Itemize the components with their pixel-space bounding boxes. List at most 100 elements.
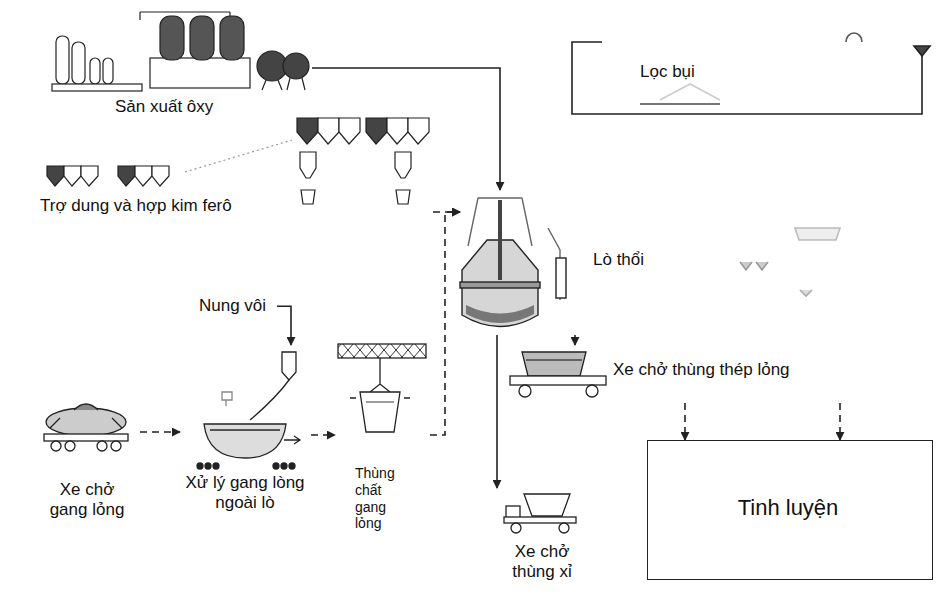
dust-filter-drawing [572, 33, 930, 296]
dust-filter-drawing [795, 228, 840, 240]
dust-filter-drawing [914, 46, 930, 56]
flux-bins-drawing [366, 118, 387, 144]
hot-metal-treatment-drawing [284, 436, 300, 444]
hot-metal-treatment-drawing [282, 352, 296, 380]
flux-bins-drawing [300, 152, 316, 178]
refining-box: Tinh luyện [647, 440, 933, 580]
hot-metal-treatment-drawing [250, 380, 289, 420]
flux-bins-drawing [301, 190, 315, 204]
hot-metal-treatment-drawing [289, 463, 295, 469]
flux-bins-drawing [396, 190, 410, 204]
lime-kiln: Nung vôi [195, 292, 277, 320]
oxygen-plant-drawing [262, 78, 305, 90]
oxygen-plant-drawing [56, 36, 69, 84]
node-label: Xử lý gang lòng ngoài lò [185, 473, 305, 514]
flux-bins-drawing [318, 118, 339, 144]
oxygen-plant-drawing [90, 58, 100, 84]
hot-metal-car-drawing [97, 441, 107, 451]
dust-filter-drawing [740, 262, 768, 270]
hot-metal-treatment-drawing [197, 463, 203, 469]
charging-ladle-drawing [338, 344, 426, 358]
flux-ferroalloy-bins: Trợ dung và hợp kim ferô [35, 112, 433, 232]
node-label: Lọc bụi [640, 62, 695, 82]
hot-metal-car-drawing [51, 441, 61, 451]
charging-ladle-drawing [338, 344, 426, 432]
hot-metal-car-drawing [111, 441, 121, 451]
node-label: Sản xuất ôxy [115, 97, 213, 117]
flow-connector [574, 335, 576, 345]
steel-ladle-car-drawing [510, 352, 606, 397]
hot-metal-treatment-drawing [210, 429, 280, 431]
hot-metal-car-drawing [65, 441, 75, 451]
node-label: Nung vôi [199, 296, 266, 316]
oxygen-plant-drawing [140, 12, 230, 20]
flow-connector [277, 306, 291, 345]
hot-metal-ladle: Thùng chất gang lỏng [335, 340, 430, 555]
dust-filter-drawing [640, 103, 720, 105]
steel-ladle-car: Xe chở thùng thép lỏng [505, 345, 845, 403]
hot-metal-car-drawing [74, 404, 98, 410]
steel-ladle-car-drawing [519, 385, 531, 397]
flux-bins-drawing [387, 118, 408, 144]
flow-connector [684, 403, 686, 440]
slag-car-drawing [504, 517, 576, 523]
hot-metal-treatment: Xử lý gang lòng ngoài lò [180, 345, 311, 520]
flux-bins-drawing [47, 118, 429, 204]
flux-bins-drawing [47, 166, 64, 186]
oxygen-plant-drawing [283, 53, 309, 79]
oxygen-plant-drawing [150, 58, 250, 88]
node-label: Lò thổi [593, 250, 644, 270]
charging-ladle-drawing [370, 358, 390, 392]
flux-bins-drawing [408, 118, 429, 144]
hot-metal-treatment-drawing [273, 463, 279, 469]
steel-ladle-car-drawing [510, 376, 606, 385]
node-label: Xe chở gang lỏng [42, 480, 132, 521]
flux-bins-drawing [152, 166, 169, 186]
node-label: Thùng chất gang lỏng [355, 465, 405, 532]
flux-bins-drawing [185, 140, 292, 172]
flow-connector [433, 211, 460, 213]
slag-car-drawing [506, 506, 520, 518]
oxygen-plant-drawing [52, 84, 142, 91]
hot-metal-treatment-drawing [205, 463, 211, 469]
charging-ladle-drawing [350, 397, 410, 398]
hot-metal-car-drawing [50, 418, 122, 428]
hot-metal-treatment-drawing [281, 463, 287, 469]
slag-car-drawing [524, 494, 570, 516]
oxygen-plant-drawing [220, 16, 244, 60]
charging-ladle-drawing [360, 392, 400, 432]
flow-connector [839, 403, 841, 440]
slag-car-drawing [511, 523, 521, 533]
node-label: Trợ dung và hợp kim ferô [40, 196, 232, 216]
node-label: Xe chở thùng xỉ [497, 542, 587, 583]
flow-connector [496, 335, 498, 488]
dust-filter-drawing [660, 84, 720, 100]
steel-ladle-car-drawing [522, 352, 586, 376]
hot-metal-car: Xe chở gang lỏng [35, 395, 140, 525]
steel-ladle-car-drawing [586, 385, 598, 397]
flux-bins-drawing [339, 118, 360, 144]
oxygen-plant-drawing [103, 58, 113, 84]
converter-drawing [466, 305, 534, 323]
converter: Lò thổi [460, 190, 660, 335]
hot-metal-car-drawing [44, 434, 128, 441]
oxygen-plant-drawing [52, 12, 309, 91]
hot-metal-treatment-drawing [197, 352, 300, 469]
hot-metal-treatment-drawing [222, 392, 232, 406]
converter-drawing [498, 200, 502, 280]
dust-filter-drawing [572, 42, 922, 114]
oxygen-plant-drawing [190, 16, 214, 60]
steel-ladle-car-drawing [526, 359, 582, 360]
flux-bins-drawing [135, 166, 152, 186]
dust-filter-drawing [800, 290, 812, 296]
node-label: Tinh luyện [648, 495, 928, 521]
slag-car: Xe chở thùng xỉ [490, 488, 595, 600]
flow-connector [140, 431, 180, 433]
slag-car-drawing [559, 523, 569, 533]
flux-bins-drawing [64, 166, 81, 186]
hot-metal-car-drawing [44, 404, 128, 451]
oxygen-plant-drawing [160, 16, 184, 60]
dust-filter-drawing [846, 33, 862, 42]
hot-metal-treatment-drawing [204, 424, 286, 458]
